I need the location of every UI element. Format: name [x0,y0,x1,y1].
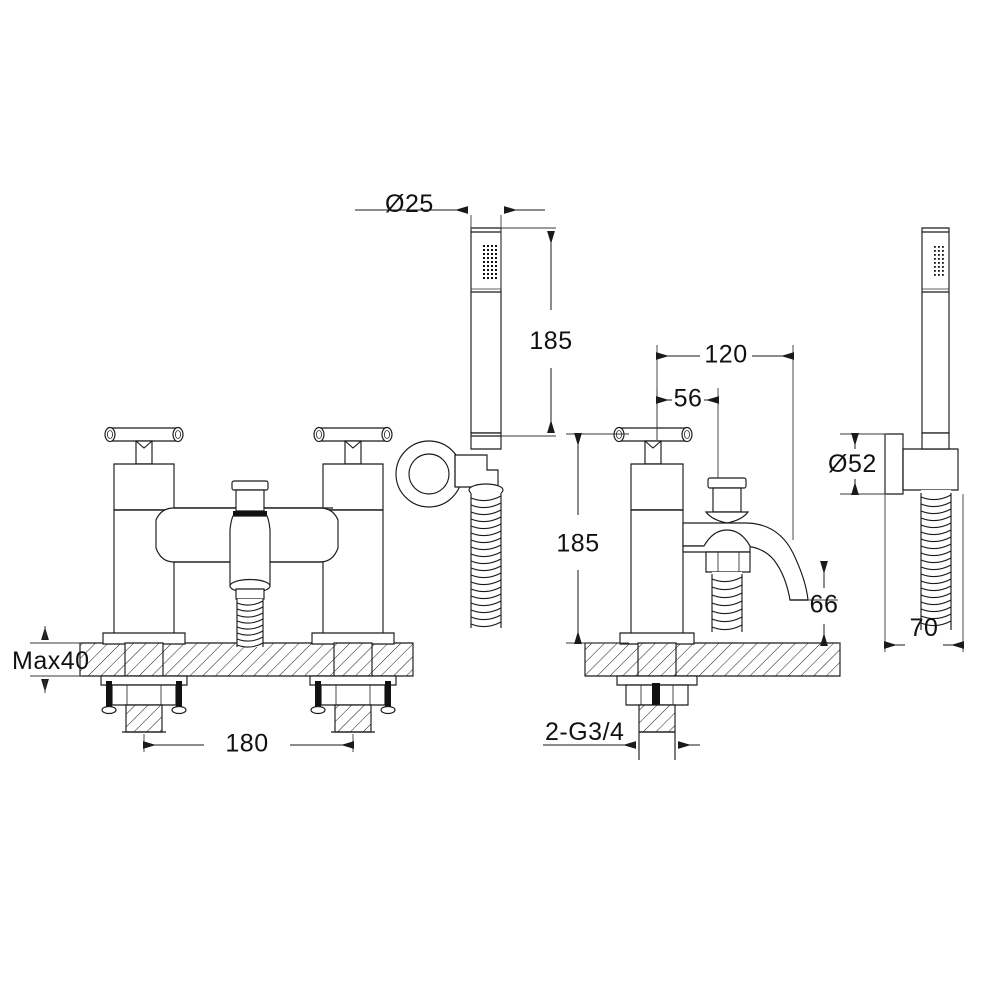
front-elevation-view: Max40 180 [12,428,413,758]
front-wall-bracket [396,441,503,628]
front-bracket-hose [471,490,501,628]
handset-shank [471,433,501,449]
side-shower-hose [712,572,742,632]
front-diverter [230,481,270,647]
front-shower-hose [237,599,263,647]
dimension-handset-height: 185 [529,327,572,355]
diverter-bell [230,516,270,586]
dimension-bracket-projection: 70 [910,614,939,642]
side-diverter-knob [706,478,748,523]
front-right-tap [310,428,396,733]
left-backnut [112,685,176,705]
shower-handset-view: Ø25 185 [355,190,572,449]
diverter-knob-cap [232,481,268,490]
dimension-deck-thickness: Max40 [12,647,90,675]
side-hose-nut [706,552,750,572]
diverter-collar [233,511,267,516]
dimension-tap-centres-group: 180 [143,730,354,758]
dimension-handset-diameter: Ø25 [385,190,434,218]
side-cross-handle [614,428,692,465]
right-backnut [321,685,385,705]
bracket-wall-flange [885,434,903,494]
callout-thread-spec: 2-G3/4 [545,718,624,746]
left-cross-handle-bar [108,428,180,441]
callout-thread-spec-group: 2-G3/4 [543,718,700,749]
bracket-flange-inner [409,454,449,494]
wall-bracket-view: Ø52 70 [828,228,964,652]
dimension-tap-centres: 180 [225,730,268,758]
front-left-tap [101,428,187,733]
dimension-bracket-diameter: Ø52 [828,450,877,478]
bracket-handset-spray-face [934,246,944,276]
dimension-bracket-projection-group: 70 [884,494,964,652]
dimension-diverter-offset: 56 [674,385,703,413]
diverter-knob-body [236,490,264,511]
dimension-diverter-offset-group: 56 [656,385,719,478]
right-stud-inner [385,681,391,708]
side-deck-section [585,643,840,676]
dimension-bracket-diameter-group: Ø52 [828,433,887,495]
left-base-flange [103,633,185,644]
bracket-arm [455,455,498,487]
bracket-hose [921,490,951,630]
side-elevation-view: 120 56 185 [543,341,840,760]
side-headwork [631,464,683,510]
dimension-deck-thickness-group: Max40 [12,626,90,693]
right-cross-handle-bar [317,428,389,441]
dimension-spout-height-group: 66 [808,561,840,646]
handset-spray-face [483,245,497,279]
side-base-flange [620,633,694,644]
left-stud-inner [176,681,182,708]
diverter-hose-nut [236,589,264,599]
right-stud-outer [315,681,321,708]
side-column [631,510,683,638]
right-headwork [323,464,383,510]
dimension-spout-reach: 120 [704,341,747,369]
bracket-cradle-block [903,449,958,490]
dimension-spout-height: 66 [810,591,839,619]
side-hose-outlet [683,530,750,632]
left-stud-outer [106,681,112,708]
dimension-body-height-group: 185 [556,433,629,644]
right-base-flange [312,633,394,644]
left-headwork [114,464,174,510]
dimension-body-height: 185 [556,530,599,558]
